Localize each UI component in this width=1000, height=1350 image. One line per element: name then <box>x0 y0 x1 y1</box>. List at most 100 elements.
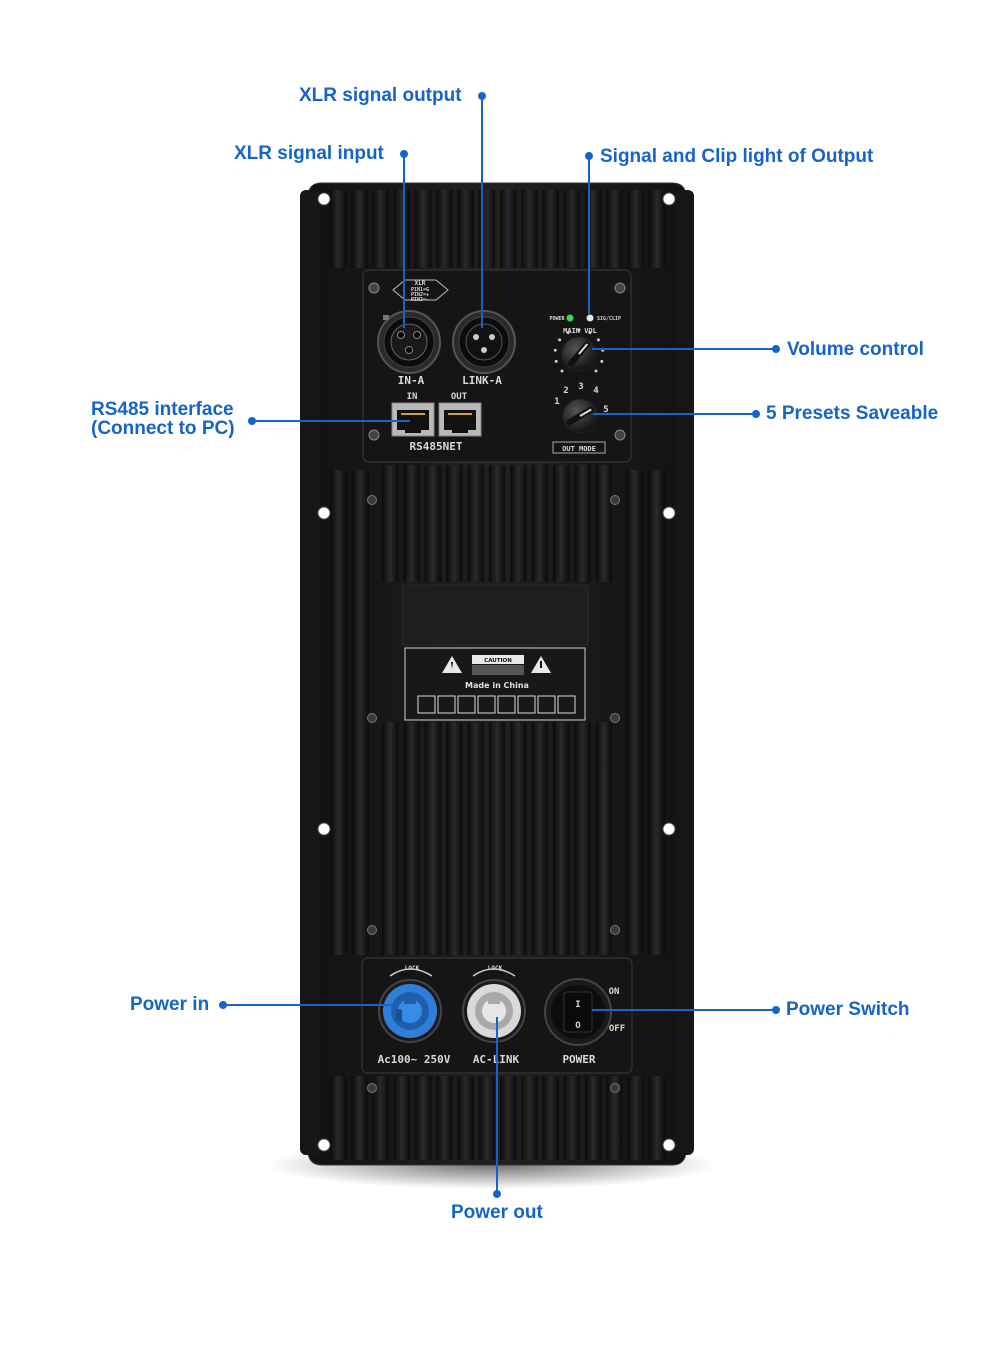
heatsink-fin <box>595 465 612 582</box>
preset-4-label: 4 <box>593 386 599 396</box>
heatsink-fin <box>436 190 453 268</box>
xlr-badge-pin3: PIN3=- <box>411 297 429 303</box>
volume-tick <box>558 338 562 342</box>
certification-icon <box>437 695 456 714</box>
rs485-out-port[interactable] <box>438 402 482 437</box>
signal-clip-dot <box>585 152 593 160</box>
heatsink-fin <box>627 190 644 268</box>
heatsink-fin <box>510 722 527 955</box>
heatsink-fin <box>382 722 399 955</box>
mounting-hole <box>662 1138 676 1152</box>
certification-icon <box>537 695 556 714</box>
power-out-connector[interactable] <box>462 979 526 1043</box>
volume-tick <box>566 331 570 335</box>
volume-tick <box>594 369 598 373</box>
heatsink-fin <box>403 722 420 955</box>
power-switch[interactable]: I O <box>544 978 612 1046</box>
xlr-input-connector[interactable] <box>377 310 441 374</box>
in-a-label: IN-A <box>398 374 425 387</box>
power-label: POWER <box>562 1053 595 1066</box>
heatsink-fin <box>542 1076 559 1160</box>
rs485-in-port[interactable] <box>391 402 435 437</box>
volume-tick <box>600 359 604 363</box>
xlr-badge-pin1: PIN1=G <box>411 287 429 293</box>
preset-2-label: 2 <box>563 386 568 396</box>
heatsink-fin <box>457 1076 474 1160</box>
screw-head <box>367 1083 377 1093</box>
volume-callout: Volume control <box>787 339 924 360</box>
xlr-output-connector[interactable] <box>452 310 516 374</box>
heatsink-fin <box>415 190 432 268</box>
caution-label: CAUTION <box>484 658 512 664</box>
certification-icons <box>417 695 576 714</box>
power-switch-callout: Power Switch <box>786 999 910 1020</box>
volume-dot <box>772 345 780 353</box>
volume-knob[interactable] <box>561 336 597 372</box>
screw-head <box>367 495 377 505</box>
on-label: ON <box>609 987 620 997</box>
volume-tick <box>560 369 564 373</box>
heatsink-fins-bottom <box>330 1076 665 1160</box>
heatsink-fin <box>467 722 484 955</box>
heatsink-fin <box>626 470 643 955</box>
off-label: OFF <box>609 1024 625 1034</box>
heatsink-fin <box>552 722 570 955</box>
made-in-label: Made in China <box>465 681 529 690</box>
heatsink-fin <box>351 1076 368 1160</box>
power-out-dot <box>493 1190 501 1198</box>
preset-knob[interactable] <box>562 398 598 434</box>
heatsink-fin <box>467 465 484 582</box>
heatsink-fin <box>351 190 368 268</box>
xlr-badge-title: XLR <box>415 280 426 287</box>
certification-icon <box>497 695 516 714</box>
heatsink-fin <box>330 1076 347 1160</box>
heatsink-fin <box>648 190 665 268</box>
certification-icon <box>557 695 576 714</box>
heatsink-fins-middle <box>382 465 612 955</box>
heatsink-fin <box>500 190 517 268</box>
heatsink-fin <box>606 190 623 268</box>
heatsink-fins-top <box>330 190 665 955</box>
heatsink-fin <box>488 465 506 582</box>
power-in-connector[interactable] <box>378 979 442 1043</box>
heatsink-fin <box>352 470 369 955</box>
certification-icon <box>457 695 476 714</box>
power-in-callout: Power in <box>130 994 210 1015</box>
heatsink-fin <box>521 1076 538 1160</box>
rs485-callout-line1: RS485 interface <box>91 399 234 420</box>
xlr-input-callout: XLR signal input <box>234 143 384 164</box>
panel-screw <box>368 429 380 441</box>
panel-screw <box>368 282 380 294</box>
volume-tick <box>577 328 581 332</box>
heatsink-fin <box>457 190 474 268</box>
heatsink-fin <box>563 190 580 268</box>
volume-tick <box>554 359 558 363</box>
screw-head <box>610 925 620 935</box>
mounting-hole <box>662 822 676 836</box>
panel-screw <box>614 282 626 294</box>
heatsink-fin <box>542 190 559 268</box>
heatsink-fin <box>531 722 548 955</box>
heatsink-fin <box>648 1076 665 1160</box>
control-panel-top: XLR PIN1=G PIN2=+ PIN3=- IN-A LINK-A <box>362 269 632 463</box>
panel-screws <box>368 282 626 441</box>
heatsink-fin <box>436 1076 453 1160</box>
heatsink-fin <box>531 465 548 582</box>
led-sig-clip-label: SIG/CLIP <box>597 316 621 322</box>
xlr-output-dot <box>478 92 486 100</box>
heatsink-fin <box>500 1076 517 1160</box>
heatsink-fin <box>648 470 665 955</box>
screw-head <box>367 713 377 723</box>
power-in-dot <box>219 1001 227 1009</box>
rs485net-label: RS485NET <box>410 440 463 453</box>
screw-head <box>367 925 377 935</box>
switch-on-glyph: I <box>575 1000 580 1010</box>
volume-tick <box>596 338 600 342</box>
heatsink-fin <box>595 722 612 955</box>
presets-callout: 5 Presets Saveable <box>766 403 939 424</box>
callout-lines <box>219 92 780 1198</box>
heatsink-fin <box>488 722 506 955</box>
heatsink-fin <box>446 722 463 955</box>
heatsink-fin <box>415 1076 432 1160</box>
